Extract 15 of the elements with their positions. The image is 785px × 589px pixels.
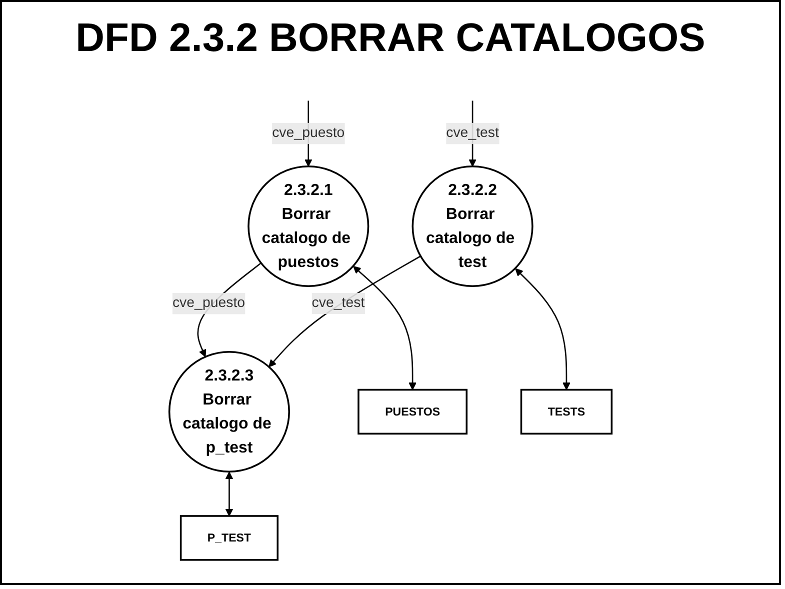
arrow (225, 472, 234, 516)
edge-label: cve_puesto (272, 126, 345, 141)
node-box: TESTS (520, 388, 613, 435)
node-circle: 2.3.2.1 Borrar catalogo de puestos (248, 166, 370, 288)
arrow (515, 268, 570, 390)
edge-label: cve_test (312, 296, 365, 311)
node-circle: 2.3.2.2 Borrar catalogo de test (412, 166, 534, 288)
node-box: P_TEST (180, 515, 279, 561)
arrow (353, 266, 416, 390)
diagram-title: DFD 2.3.2 BORRAR CATALOGOS (76, 16, 706, 61)
edge-label: cve_puesto (172, 296, 246, 311)
node-circle: 2.3.2.3 Borrar catalogo de p_test (168, 350, 290, 472)
arrow (268, 256, 421, 368)
edge-label: cve_test (446, 126, 499, 141)
node-box: PUESTOS (358, 388, 468, 435)
